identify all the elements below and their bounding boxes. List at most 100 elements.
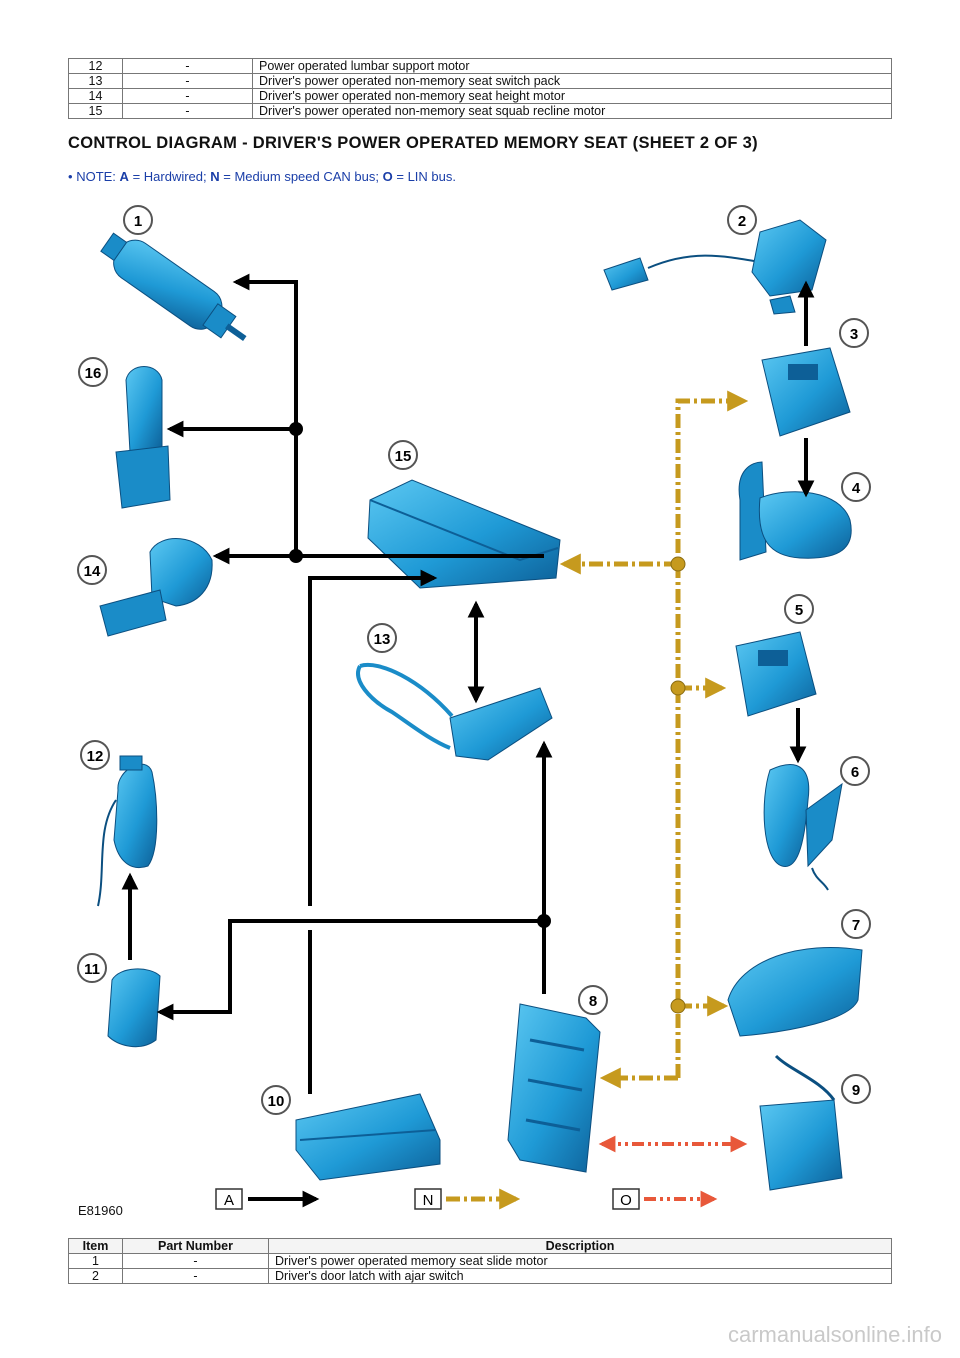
item-cell: 15	[68, 103, 123, 119]
table-row: 15 - Driver's power operated non-memory …	[68, 103, 892, 119]
recline-motor	[367, 479, 561, 589]
callout-13: 13	[367, 623, 397, 653]
callout-1: 1	[123, 205, 153, 235]
control-diagram: 1 2 3 4 5 6 7 8 9 10 11 12 13 14 15 16 E…	[77, 205, 871, 1218]
part-number-cell: -	[122, 73, 253, 89]
hardwired-connections	[121, 273, 815, 1094]
instrument-cluster	[727, 946, 863, 1037]
description-cell: Driver's door latch with ajar switch	[268, 1268, 892, 1284]
note-prefix: NOTE:	[76, 169, 116, 184]
callout-7-label: 7	[852, 917, 860, 934]
legend-label-a: A	[224, 1192, 234, 1209]
part-number-cell: -	[122, 58, 253, 74]
legend-key-a: A	[119, 169, 129, 184]
callout-2: 2	[727, 205, 757, 235]
legend: A N O	[215, 1188, 718, 1210]
table-header-row: Item Part Number Description	[68, 1238, 892, 1254]
door-module-front	[761, 347, 851, 437]
part-number-cell: -	[122, 1268, 269, 1284]
seat-slide-motor	[100, 232, 247, 342]
legend-text-n: = Medium speed CAN bus;	[223, 169, 379, 184]
callout-11-label: 11	[84, 961, 100, 978]
legend-text-o: = LIN bus.	[396, 169, 456, 184]
callout-15-label: 15	[395, 448, 412, 465]
legend-label-n: N	[423, 1192, 434, 1209]
watermark: carmanualsonline.info	[727, 1322, 942, 1347]
callout-7: 7	[841, 909, 871, 939]
part-number-cell: -	[122, 88, 253, 104]
description-cell: Power operated lumbar support motor	[252, 58, 892, 74]
item-cell: 13	[68, 73, 123, 89]
column-header-part-number: Part Number	[122, 1238, 269, 1254]
part-number-cell: -	[122, 1253, 269, 1269]
table-row: 13 - Driver's power operated non-memory …	[68, 73, 892, 89]
parts-table: Item Part Number Description 1 - Driver'…	[68, 1238, 892, 1284]
exterior-mirror-driver	[738, 461, 852, 561]
column-header-item: Item	[68, 1238, 123, 1254]
legend-text-a: = Hardwired;	[132, 169, 207, 184]
callout-5-label: 5	[795, 602, 803, 619]
exterior-mirror-passenger	[763, 764, 843, 891]
description-cell: Driver's power operated memory seat slid…	[268, 1253, 892, 1269]
can-bus-lines	[559, 390, 749, 1089]
item-cell: 1	[68, 1253, 123, 1269]
callout-3-label: 3	[850, 326, 858, 343]
item-cell: 14	[68, 88, 123, 104]
legend-key-n: N	[210, 169, 220, 184]
description-cell: Driver's power operated non-memory seat …	[252, 88, 892, 104]
door-latch-with-ajar-switch	[603, 219, 827, 315]
callout-9-label: 9	[852, 1082, 860, 1099]
callout-8-label: 8	[589, 993, 597, 1010]
bullet: •	[68, 169, 73, 184]
callout-11: 11	[77, 953, 107, 983]
table-row: 14 - Driver's power operated non-memory …	[68, 88, 892, 104]
item-cell: 12	[68, 58, 123, 74]
callout-6-label: 6	[851, 764, 859, 781]
callout-8: 8	[578, 985, 608, 1015]
callout-10-label: 10	[268, 1093, 285, 1110]
legend-label-o: O	[620, 1192, 632, 1209]
callout-3: 3	[839, 318, 869, 348]
column-header-description: Description	[268, 1238, 892, 1254]
squab-recline-motor-vertical	[115, 366, 171, 509]
item-cell: 2	[68, 1268, 123, 1284]
section-heading: CONTROL DIAGRAM - DRIVER'S POWER OPERATE…	[68, 134, 758, 152]
figure-id: E81960	[78, 1203, 123, 1218]
callout-14-label: 14	[84, 563, 101, 580]
memory-switch-pack	[759, 1054, 843, 1191]
legend-key-o: O	[382, 169, 393, 184]
door-module-rear	[735, 631, 817, 717]
part-number-cell: -	[122, 103, 253, 119]
description-cell: Driver's power operated non-memory seat …	[252, 103, 892, 119]
lumbar-pump	[97, 755, 158, 907]
callout-16: 16	[78, 357, 108, 387]
callout-4-label: 4	[852, 480, 861, 497]
memory-seat-module	[507, 1003, 601, 1173]
description-cell: Driver's power operated non-memory seat …	[252, 73, 892, 89]
height-motor	[99, 538, 213, 637]
can-bus-junctions	[670, 556, 686, 1014]
callout-15: 15	[388, 440, 418, 470]
lumbar-switch	[107, 968, 161, 1048]
callout-2-label: 2	[738, 213, 746, 230]
callout-5: 5	[784, 594, 814, 624]
callout-10: 10	[261, 1085, 291, 1115]
note: • NOTE: A = Hardwired; N = Medium speed …	[68, 169, 456, 184]
callout-12-label: 12	[87, 748, 104, 765]
callout-16-label: 16	[85, 365, 102, 382]
non-memory-switch-pack	[356, 663, 553, 761]
callout-13-label: 13	[374, 631, 391, 648]
table-row: 12 - Power operated lumbar support motor	[68, 58, 892, 74]
table-row: 1 - Driver's power operated memory seat …	[68, 1253, 892, 1269]
table-row: 2 - Driver's door latch with ajar switch	[68, 1268, 892, 1284]
callout-12: 12	[80, 740, 110, 770]
callout-14: 14	[77, 555, 107, 585]
callout-6: 6	[840, 756, 870, 786]
callout-9: 9	[841, 1074, 871, 1104]
callouts: 1 2 3 4 5 6 7 8 9 10 11 12 13 14 15 16	[77, 205, 871, 1115]
seat-module-lower	[295, 1093, 441, 1181]
callout-1-label: 1	[134, 213, 142, 230]
callout-4: 4	[841, 472, 871, 502]
hardwired-junctions	[289, 422, 551, 928]
parts-table-continued: 12 - Power operated lumbar support motor…	[68, 58, 892, 119]
